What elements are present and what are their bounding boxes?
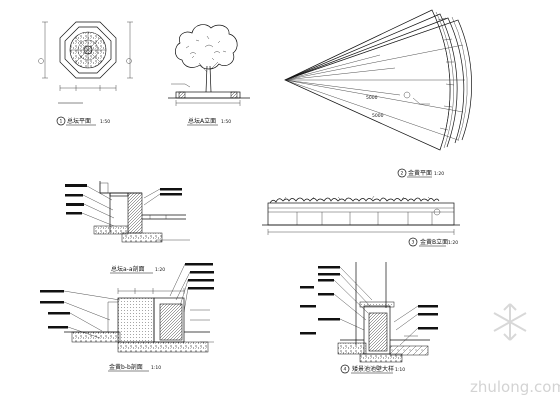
pit-section-aa-scale: 1:20 xyxy=(155,267,165,273)
fan-elevation xyxy=(262,195,460,235)
retaining-wall-label: 矮景池池壁大样 xyxy=(352,365,394,373)
pit-section-aa-caption: 总坛a-a剖面 1:20 xyxy=(110,265,165,274)
fan-elevation-scale: 1:20 xyxy=(448,240,458,246)
tree-pit-plan xyxy=(38,21,133,104)
tree-pit-plan-scale: 1:50 xyxy=(100,119,110,125)
watermark-text: zhulong.com xyxy=(470,378,560,396)
pit-section-aa xyxy=(65,181,190,243)
tree-pit-elevation-caption: 总坛A立面 1:50 xyxy=(187,117,231,126)
pit-section-aa-label: 总坛a-a剖面 xyxy=(111,265,145,273)
fan-elevation-caption: 3 金黄B立面 1:20 xyxy=(408,237,458,247)
fan-section-bb-label: 金黄b-b剖面 xyxy=(109,363,143,371)
fan-section-bb-scale: 1:10 xyxy=(151,365,161,371)
svg-text:3: 3 xyxy=(412,240,415,246)
svg-text:2: 2 xyxy=(401,171,404,177)
tree-pit-elevation xyxy=(168,24,250,106)
fan-plan-scale: 1:20 xyxy=(434,171,444,177)
tree-pit-elevation-scale: 1:50 xyxy=(221,119,231,125)
fan-plan: 5000 5000 xyxy=(284,9,472,151)
retaining-wall-scale: 1:10 xyxy=(395,367,405,373)
tree-pit-plan-label: 总坛平面 xyxy=(67,117,91,125)
tree-pit-plan-caption: 1 总坛平面 1:50 xyxy=(56,116,110,126)
svg-text:5000: 5000 xyxy=(366,95,378,101)
fan-section-bb-caption: 金黄b-b剖面 1:10 xyxy=(108,363,161,372)
svg-text:5000: 5000 xyxy=(372,113,384,119)
svg-text:4: 4 xyxy=(344,367,347,373)
fan-section-bb xyxy=(40,263,214,353)
fan-elevation-label: 金黄B立面 xyxy=(420,238,448,246)
tree-pit-elevation-label: 总坛A立面 xyxy=(188,117,216,125)
retaining-wall-caption: 4 矮景池池壁大样 1:10 xyxy=(340,364,405,374)
svg-text:1: 1 xyxy=(60,119,63,125)
watermark: zhulong.com xyxy=(470,303,560,396)
retaining-wall-detail xyxy=(300,262,438,363)
fan-plan-label: 金黄平面 xyxy=(408,169,432,177)
fan-plan-caption: 2 金黄平面 1:20 xyxy=(397,168,444,178)
